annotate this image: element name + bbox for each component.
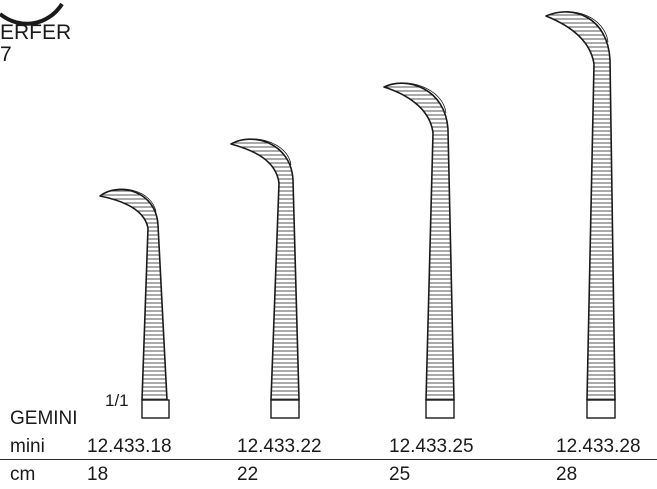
length-25: 25 — [389, 464, 411, 485]
length-22: 22 — [237, 464, 259, 485]
scale-mark: 1/1 — [105, 391, 129, 410]
instrument-25cm — [383, 82, 455, 419]
series-label: GEMINI — [10, 408, 78, 429]
brand-name-fragment: ERFER 7 — [0, 22, 71, 66]
article-row-label: mini — [10, 436, 45, 457]
brand-line-1: ERFER — [0, 21, 72, 44]
logo-mark — [0, 2, 64, 26]
instrument-22cm — [230, 138, 300, 419]
article-number-28: 12.433.28 — [556, 436, 641, 457]
length-28: 28 — [556, 464, 578, 485]
article-number-22: 12.433.22 — [237, 436, 322, 457]
instrument-28cm — [545, 11, 616, 419]
article-number-25: 12.433.25 — [389, 436, 474, 457]
brand-line-2: 7 — [0, 43, 12, 66]
article-number-18: 12.433.18 — [87, 436, 172, 457]
length-18: 18 — [87, 464, 109, 485]
length-row-label: cm — [10, 464, 36, 485]
row-divider — [0, 459, 657, 460]
instrument-18cm — [99, 188, 170, 419]
